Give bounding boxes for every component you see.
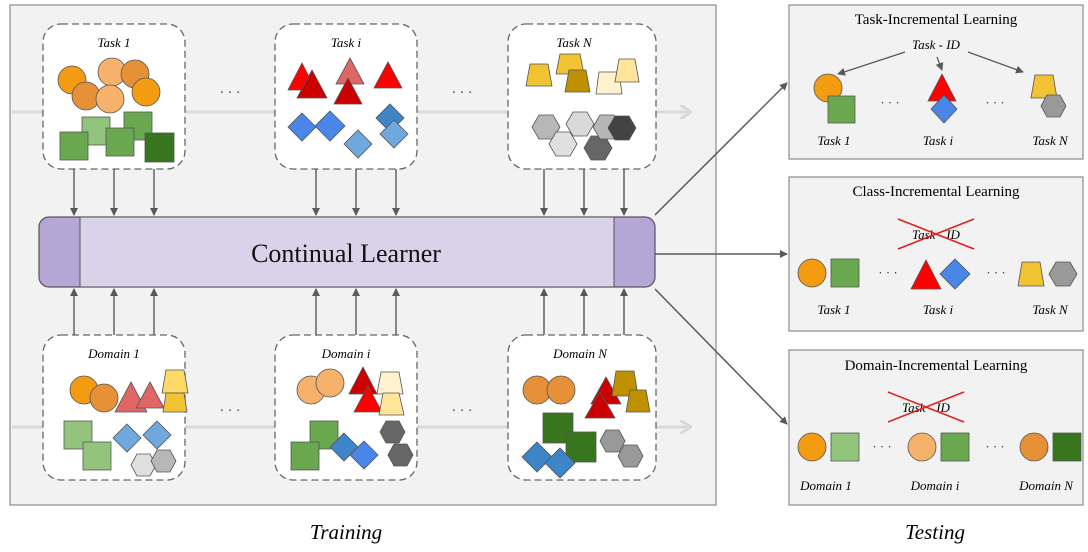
domain-incremental-ellipsis-1: · · · xyxy=(872,439,892,454)
continual-learner-label: Continual Learner xyxy=(251,239,441,268)
continual-learner-bar: Continual Learner xyxy=(38,216,656,288)
domain-incremental-title: Domain-Incremental Learning xyxy=(845,358,1028,374)
bottom-box-i-title: Domain i xyxy=(321,346,371,361)
domain-n-shapes xyxy=(521,370,651,479)
bottom-box-1-title: Domain 1 xyxy=(87,346,140,361)
task-incremental-label-n: Task N xyxy=(1032,133,1069,148)
testing-caption: Testing xyxy=(905,520,965,544)
domain-incremental-cross-2 xyxy=(887,391,965,423)
domain-incremental-label-n: Domain N xyxy=(1018,478,1074,493)
top-box-1-title: Task 1 xyxy=(97,35,130,50)
class-incremental-ellipsis-2: · · · xyxy=(986,265,1006,280)
top-ellipsis-2: · · · xyxy=(452,86,473,101)
class-incremental-label-1: Task 1 xyxy=(817,302,850,317)
top-ellipsis-1: · · · xyxy=(220,86,241,101)
domain-incremental-ellipsis-2: · · · xyxy=(985,439,1005,454)
task-incremental-ellipsis-2: · · · xyxy=(985,95,1005,110)
testing-panel-class-incremental: Class-Incremental Learning Task - ID · ·… xyxy=(788,176,1084,332)
testing-panel-domain-incremental: Domain-Incremental Learning Task - ID · … xyxy=(788,349,1084,506)
task-n-shapes xyxy=(525,53,640,161)
testing-panel-task-incremental: Task-Incremental Learning Task - ID · · … xyxy=(788,4,1084,160)
domain-i-shapes xyxy=(290,366,414,471)
domain-incremental-label-1: Domain 1 xyxy=(799,478,852,493)
class-incremental-title: Class-Incremental Learning xyxy=(852,184,1020,200)
class-incremental-cross-2 xyxy=(897,218,975,250)
task-incremental-title: Task-Incremental Learning xyxy=(855,12,1018,28)
class-incremental-label-n: Task N xyxy=(1032,302,1069,317)
bottom-ellipsis-2: · · · xyxy=(452,404,473,419)
class-incremental-label-i: Task i xyxy=(923,302,954,317)
top-connector-arrows xyxy=(70,169,628,216)
bottom-ellipsis-1: · · · xyxy=(220,404,241,419)
domain-incremental-label-i: Domain i xyxy=(910,478,960,493)
domain-1-shapes xyxy=(63,369,189,477)
task-1-shapes xyxy=(57,57,175,163)
top-box-n-title: Task N xyxy=(556,35,593,50)
class-incremental-ellipsis-1: · · · xyxy=(878,265,898,280)
testing-arrows xyxy=(654,82,788,425)
training-caption: Training xyxy=(310,520,382,544)
task-incremental-label-i: Task i xyxy=(923,133,954,148)
task-incremental-task-id: Task - ID xyxy=(912,37,961,52)
top-box-i-title: Task i xyxy=(331,35,362,50)
bottom-box-n-title: Domain N xyxy=(552,346,608,361)
task-incremental-ellipsis-1: · · · xyxy=(880,95,900,110)
bottom-connector-arrows xyxy=(70,288,628,335)
task-incremental-label-1: Task 1 xyxy=(817,133,850,148)
task-i-shapes xyxy=(287,57,409,159)
